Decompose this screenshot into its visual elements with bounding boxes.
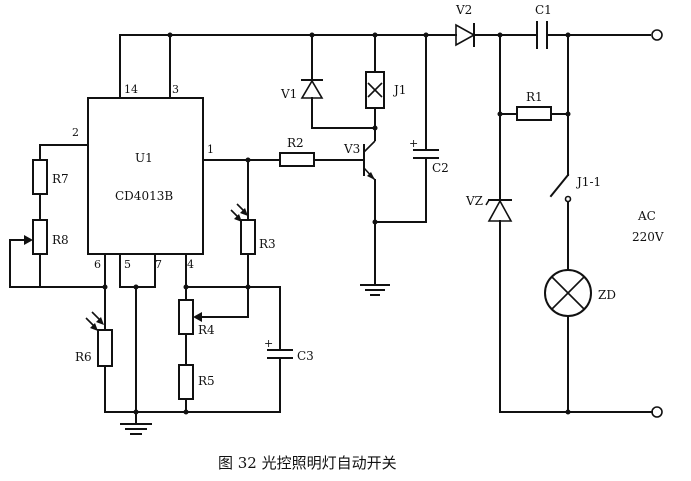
pin5-pin7-ground-wire bbox=[119, 253, 156, 413]
figure-caption: 图 32 光控照明灯自动开关 bbox=[218, 454, 397, 472]
pin-6-label: 6 bbox=[94, 258, 101, 271]
v3-transistor: V3 bbox=[343, 140, 378, 286]
r7-label: R7 bbox=[52, 172, 69, 186]
v1-label: V1 bbox=[280, 87, 297, 101]
pin-2-label: 2 bbox=[72, 126, 79, 139]
r3-photoresistor: R3 bbox=[230, 159, 276, 288]
r4-label: R4 bbox=[198, 323, 215, 337]
pin-3-label: 3 bbox=[172, 83, 179, 96]
v2-diode: V2 bbox=[447, 3, 499, 47]
r2-resistor: R2 bbox=[202, 136, 365, 167]
ac-terminals: AC 220V bbox=[632, 29, 664, 418]
r6-photoresistor: R6 bbox=[39, 253, 113, 413]
v2-label: V2 bbox=[455, 3, 472, 17]
vz-zener-diode: VZ bbox=[465, 34, 513, 413]
j1-1-relay-contact: J1-1 bbox=[549, 34, 601, 271]
r7-resistor: R7 bbox=[32, 144, 89, 221]
r5-resistor: R5 bbox=[178, 364, 215, 413]
c1-label: C1 bbox=[535, 3, 552, 17]
ac-label: AC bbox=[637, 209, 656, 223]
zd-lamp: ZD bbox=[544, 269, 616, 413]
pin-7-label: 7 bbox=[155, 258, 162, 271]
c2-label: C2 bbox=[432, 161, 449, 175]
ground-v3 bbox=[360, 284, 390, 296]
r3-label: R3 bbox=[259, 237, 276, 251]
ground-bus bbox=[104, 409, 281, 435]
u1-chip: U1 CD4013B 14 3 2 1 6 5 7 4 bbox=[72, 83, 214, 271]
u1-body bbox=[87, 97, 204, 255]
c2-plus: + bbox=[409, 137, 418, 150]
u1-part-label: CD4013B bbox=[115, 189, 173, 203]
j1-1-label: J1-1 bbox=[575, 175, 601, 189]
ac-voltage-label: 220V bbox=[632, 230, 664, 244]
r2-label: R2 bbox=[287, 136, 304, 150]
c3-label: C3 bbox=[297, 349, 314, 363]
zd-label: ZD bbox=[598, 288, 616, 302]
pin-4-label: 4 bbox=[187, 258, 194, 271]
j1-label: J1 bbox=[392, 83, 406, 97]
c1-capacitor: C1 bbox=[531, 3, 553, 49]
u1-ref-label: U1 bbox=[135, 151, 153, 165]
pin-14-label: 14 bbox=[124, 83, 138, 96]
pin-5-label: 5 bbox=[124, 258, 131, 271]
r1-label: R1 bbox=[526, 90, 543, 104]
j1-relay-coil: J1 bbox=[365, 34, 406, 141]
pin-1-label: 1 bbox=[207, 143, 214, 156]
c2-capacitor: + C2 bbox=[374, 34, 449, 223]
v3-label: V3 bbox=[343, 142, 360, 156]
ac-terminal-bottom bbox=[651, 406, 663, 418]
v1-diode: V1 bbox=[280, 34, 376, 129]
r8-potentiometer: R8 bbox=[9, 219, 69, 288]
r6-label: R6 bbox=[75, 350, 92, 364]
r5-label: R5 bbox=[198, 374, 215, 388]
r1-resistor: R1 bbox=[499, 90, 569, 121]
ac-terminal-top bbox=[651, 29, 663, 41]
c3-plus: + bbox=[264, 337, 273, 350]
r8-label: R8 bbox=[52, 233, 69, 247]
bottom-ac-rail bbox=[499, 409, 653, 415]
r4-potentiometer: R4 bbox=[178, 253, 281, 366]
c3-capacitor: + C3 bbox=[264, 286, 314, 413]
vz-label: VZ bbox=[465, 194, 483, 208]
